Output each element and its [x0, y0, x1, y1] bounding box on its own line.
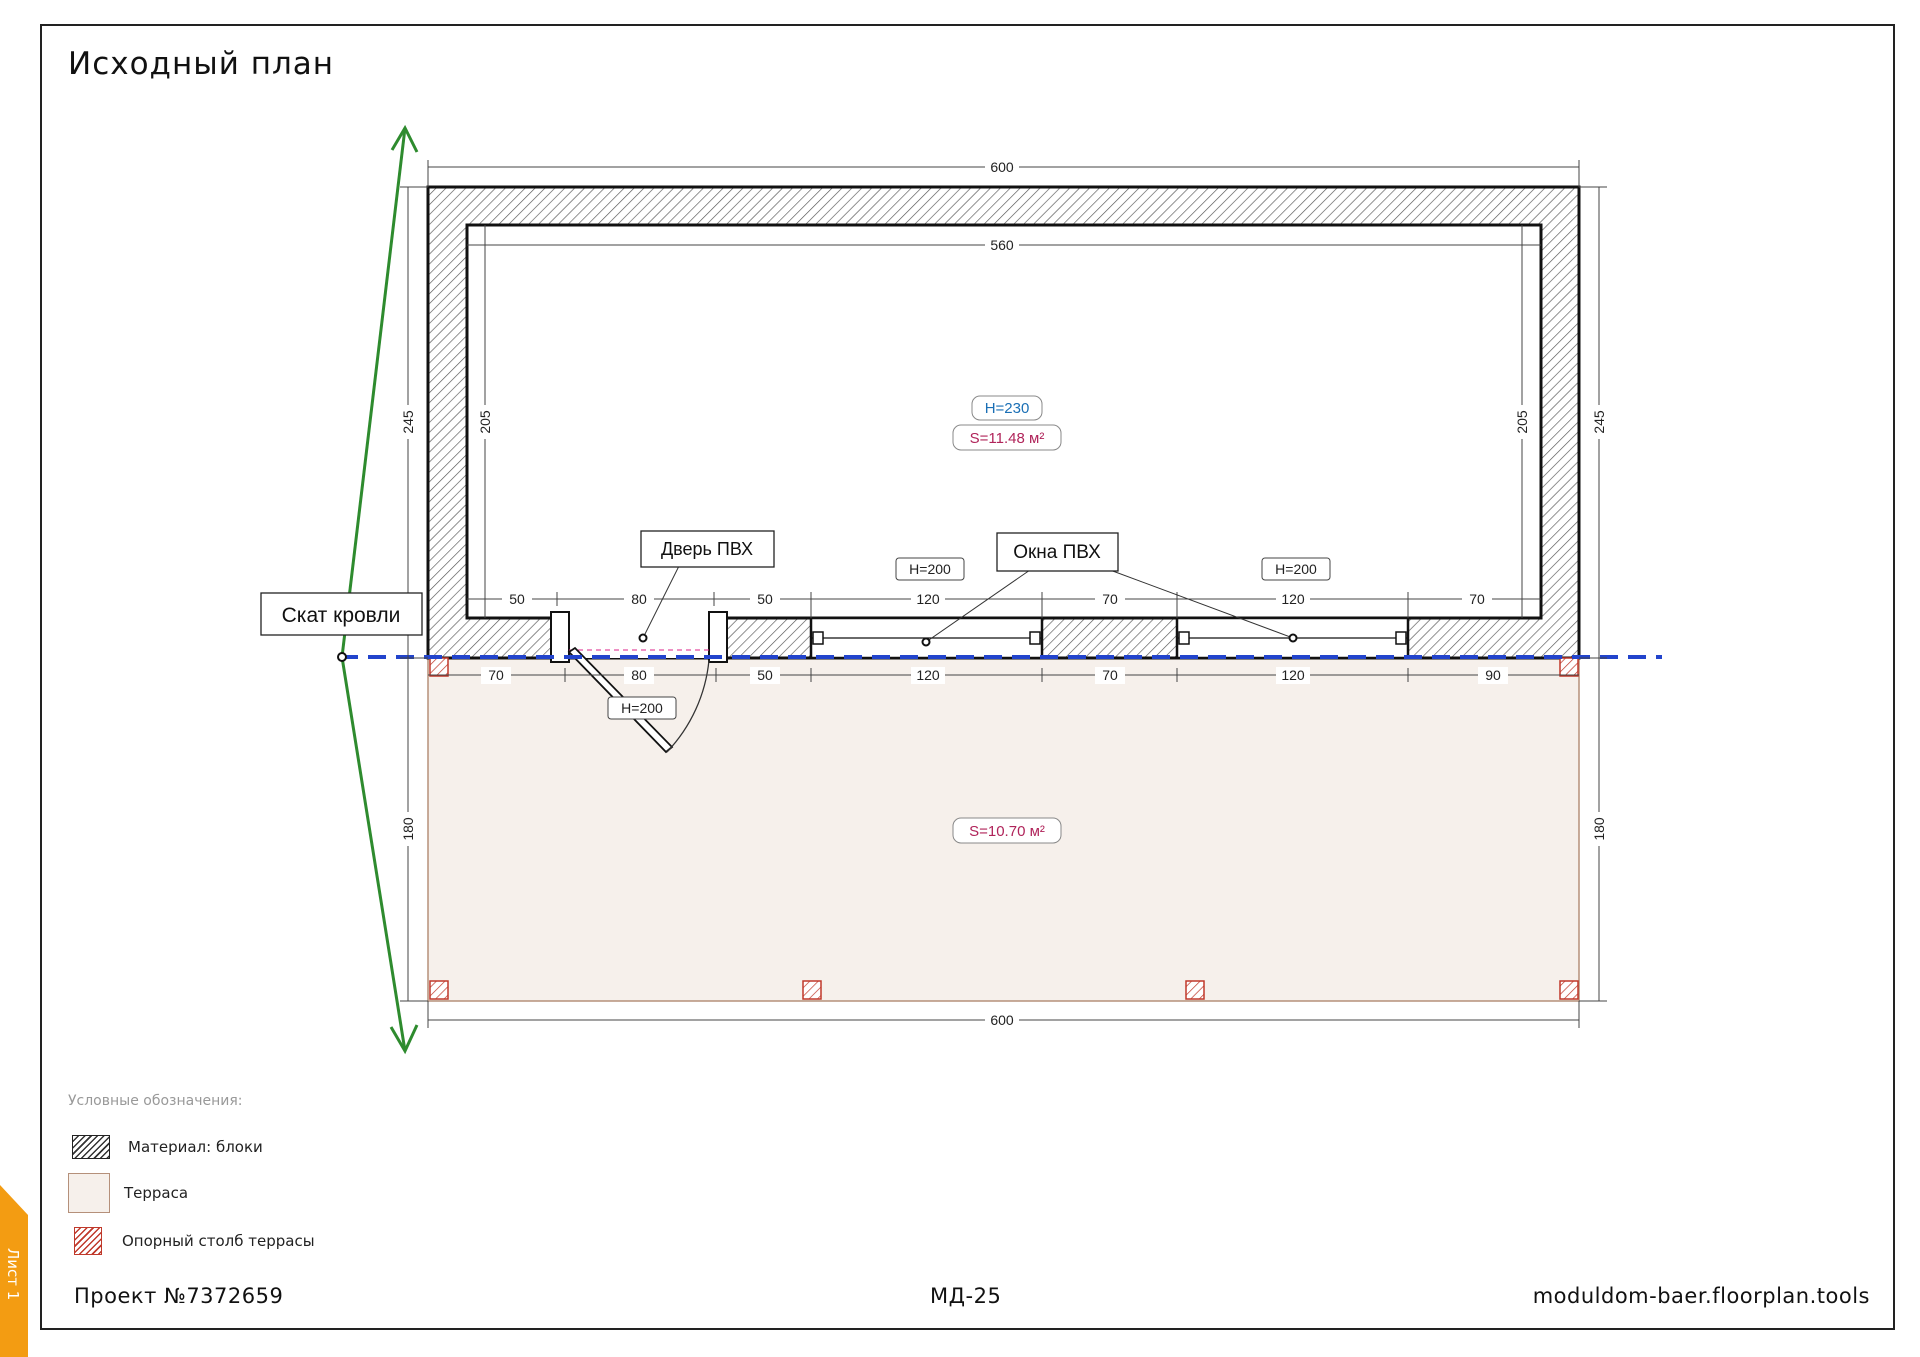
support-post: [429, 980, 449, 1000]
dim-inner: 80: [631, 591, 647, 607]
window2-height-label: H=200: [1275, 561, 1317, 577]
terrace-area-label: S=10.70 м²: [969, 823, 1045, 840]
door-height-label: H=200: [621, 700, 663, 716]
dim-outer: 120: [1281, 667, 1305, 683]
dim-inner: 120: [916, 591, 940, 607]
sheet-tab[interactable]: [0, 1185, 28, 1357]
dim-top: 600: [990, 159, 1014, 175]
terrace-swatch-icon: [68, 1173, 110, 1213]
windows-callout: Окна ПВХ: [1013, 542, 1101, 563]
door-swing-arc: [666, 659, 710, 753]
room-height-label: H=230: [985, 400, 1030, 417]
door-opening: [557, 616, 714, 658]
dim-outer: 70: [488, 667, 504, 683]
dim-left-inner: 205: [477, 410, 493, 434]
dim-inner-width: 560: [990, 237, 1014, 253]
door-jamb-left: [550, 611, 570, 663]
dim-outer: 70: [1102, 667, 1118, 683]
dim-right-house: 245: [1591, 410, 1607, 434]
door-callout: Дверь ПВХ: [661, 539, 753, 559]
legend-title: Условные обозначения:: [68, 1093, 243, 1109]
legend-item-post: Опорный столб террасы: [68, 1227, 315, 1255]
room-area-label: S=11.48 м²: [970, 430, 1045, 447]
legend-item-blocks: Материал: блоки: [68, 1135, 263, 1159]
site-link[interactable]: moduldom-baer.floorplan.tools: [1532, 1284, 1870, 1308]
post-swatch-icon: [74, 1227, 102, 1255]
window1-height-label: H=200: [909, 561, 951, 577]
support-post: [802, 980, 822, 1000]
dim-left-terrace: 180: [400, 817, 416, 841]
support-post: [429, 657, 449, 677]
dim-outer: 80: [631, 667, 647, 683]
project-code: МД-25: [930, 1284, 1002, 1308]
dim-left-house: 245: [400, 410, 416, 434]
hatch-swatch-icon: [72, 1135, 110, 1159]
dim-inner: 70: [1469, 591, 1485, 607]
support-post: [1559, 980, 1579, 1000]
legend-item-terrace: Терраса: [68, 1173, 188, 1213]
dim-right-terrace: 180: [1591, 817, 1607, 841]
roof-callout: Скат кровли: [282, 604, 401, 627]
project-number: Проект №7372659: [74, 1284, 284, 1308]
legend-label-post: Опорный столб террасы: [122, 1232, 315, 1250]
door-jamb-right: [708, 611, 728, 663]
dim-outer: 50: [757, 667, 773, 683]
dim-inner: 50: [509, 591, 525, 607]
dim-inner: 50: [757, 591, 773, 607]
dim-inner: 70: [1102, 591, 1118, 607]
dim-outer: 120: [916, 667, 940, 683]
legend-label-terrace: Терраса: [124, 1184, 189, 1202]
page-title: Исходный план: [68, 46, 335, 82]
sheet-tab-label: Лист 1: [4, 1248, 22, 1301]
dim-inner: 120: [1281, 591, 1305, 607]
dim-bottom: 600: [990, 1012, 1014, 1028]
support-post: [1559, 657, 1579, 677]
sheet-frame: [40, 24, 1895, 1330]
dim-right-inner: 205: [1514, 410, 1530, 434]
roof-slope-arrow: [340, 124, 419, 1055]
legend-label-blocks: Материал: блоки: [128, 1138, 263, 1156]
support-post: [1185, 980, 1205, 1000]
dim-outer: 90: [1485, 667, 1501, 683]
